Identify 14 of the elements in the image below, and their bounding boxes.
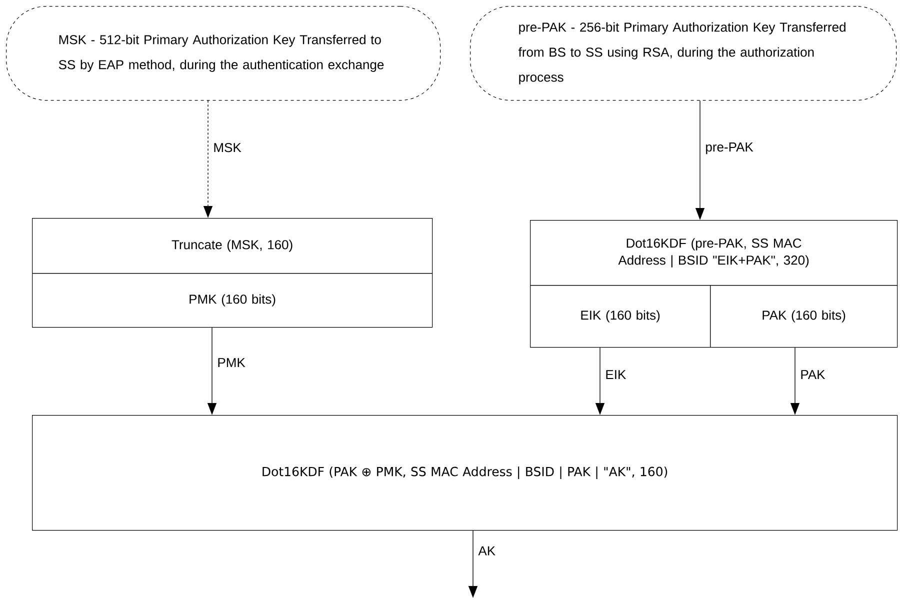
edge-label: PAK: [799, 369, 826, 380]
edge-label: MSK: [212, 142, 242, 154]
process-box: PMK (160 bits): [32, 273, 433, 328]
process-box: Truncate (MSK, 160): [32, 218, 433, 274]
process-box: Dot16KDF (PAK ⊕ PMK, SS MAC Address | BSID | PAK | "AK", 160): [32, 415, 898, 531]
edge-label: AK: [477, 545, 497, 556]
dashed-cloud: pre-PAK - 256-bit Primary Authorization Key Transferred from BS to SS using RSA, during the authorization process: [470, 6, 897, 101]
dashed-cloud: MSK - 512-bit Primary Authorization Key Transferred to SS by EAP method, during the authentication exchange: [6, 6, 441, 101]
process-box: PAK (160 bits): [710, 285, 898, 348]
edge-label: pre-PAK: [704, 142, 754, 156]
edge-label: PMK: [216, 357, 246, 368]
edge-label: EIK: [604, 369, 628, 380]
process-box: Dot16KDF (pre-PAK, SS MAC Address | BSID "EIK+PAK", 320): [530, 220, 898, 286]
process-box: EIK (160 bits): [530, 285, 711, 348]
